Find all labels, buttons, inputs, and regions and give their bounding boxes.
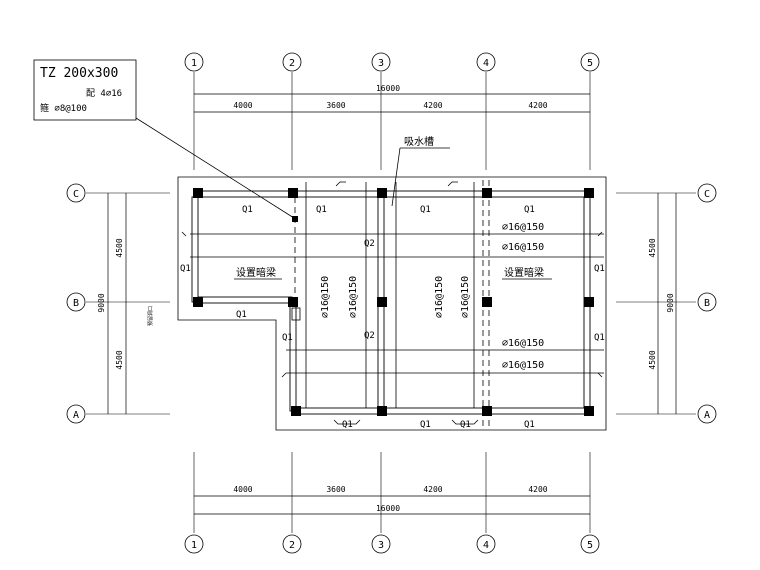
wall-label-q2: Q2 [364,331,375,341]
left-span-2: 4500 [115,350,124,369]
callout-line1: 配 4⌀16 [86,88,122,99]
rebar-label-h: ⌀16@150 [502,222,544,233]
column [291,406,301,416]
wall-label-q1: Q1 [460,420,471,430]
grid-row-a-left: A [73,410,79,421]
column [482,188,492,198]
grid-col-2-bottom: 2 [289,540,295,551]
right-span-2: 4500 [648,350,657,369]
wall-label-q1: Q1 [594,333,605,343]
hidden-beam-notes: 设置暗梁 设置暗梁 [234,266,552,280]
column [288,297,298,307]
left-dimensions: 9000 4500 4500 [97,193,127,414]
column [584,188,594,198]
small-note: 预留洞口 [147,306,154,326]
rebar-lines [181,181,604,425]
grid-col-4-bottom: 4 [483,540,489,551]
bottom-dimensions: 4000 3600 4200 4200 16000 [194,485,590,515]
grid-col-1-top: 1 [191,58,197,69]
grid-row-a-right: A [704,410,710,421]
wall-label-q1: Q1 [594,264,605,274]
slab-outline [177,176,607,431]
rebar-label-v: ⌀16@150 [320,276,331,318]
grid-col-2-top: 2 [289,58,295,69]
grid-col-4-top: 4 [483,58,489,69]
grid-bubbles: 1 2 3 4 5 1 2 3 4 5 C B A C B A [66,52,717,554]
wall-label-q1: Q1 [180,264,191,274]
sump-label-group: 吸水槽 [391,135,450,207]
top-span-4: 4200 [528,101,547,110]
bottom-span-4: 4200 [528,485,547,494]
rebar-label-h: ⌀16@150 [502,338,544,349]
wall-label-q1: Q1 [342,420,353,430]
left-span-1: 4500 [115,238,124,257]
column [193,188,203,198]
top-total-dim: 16000 [376,84,400,93]
column [377,188,387,198]
column [584,297,594,307]
rebar-label-v: ⌀16@150 [434,276,445,318]
small-column-tz [292,216,298,222]
small-opening [291,307,301,321]
bottom-total-dim: 16000 [376,504,400,513]
top-span-3: 4200 [423,101,442,110]
grid-col-3-top: 3 [378,58,384,69]
grid-col-1-bottom: 1 [191,540,197,551]
bottom-span-3: 4200 [423,485,442,494]
left-total-dim: 9000 [97,293,106,312]
rebar-label-v: ⌀16@150 [460,276,471,318]
wall-label-q2: Q2 [364,239,375,249]
grid-row-c-right: C [704,189,710,200]
callout-line2: 箍 ⌀8@100 [40,102,87,114]
wall-label-q1: Q1 [524,205,535,215]
grid-row-c-left: C [73,189,79,200]
wall-label-q1: Q1 [420,420,431,430]
rebar-label-h: ⌀16@150 [502,360,544,371]
wall-label-q1: Q1 [282,333,293,343]
top-dimensions: 16000 4000 3600 4200 4200 [194,84,590,113]
column [482,406,492,416]
hidden-beam-right-label: 设置暗梁 [504,266,544,279]
grid-row-b-right: B [704,298,710,309]
wall-label-q1: Q1 [524,420,535,430]
wall-label-q1: Q1 [236,310,247,320]
grid-col-5-top: 5 [587,58,593,69]
column [288,188,298,198]
tz-callout: TZ 200x300 配 4⌀16 箍 ⌀8@100 [33,59,295,219]
callout-title: TZ 200x300 [40,66,118,81]
bottom-span-2: 3600 [326,485,345,494]
rebar-labels: ⌀16@150 ⌀16@150 ⌀16@150 ⌀16@150 ⌀16@150 … [320,222,544,371]
rebar-label-v: ⌀16@150 [348,276,359,318]
bottom-span-1: 4000 [233,485,252,494]
top-span-1: 4000 [233,101,252,110]
wall-labels: Q1 Q1 Q1 Q1 Q1 Q1 Q1 Q1 Q1 Q1 Q1 Q1 Q1 Q… [180,205,605,430]
grid-row-b-left: B [73,298,79,309]
wall-label-q1: Q1 [316,205,327,215]
wall-label-q1: Q1 [242,205,253,215]
grid-col-5-bottom: 5 [587,540,593,551]
column [584,406,594,416]
top-span-2: 3600 [326,101,345,110]
column [482,297,492,307]
column [377,297,387,307]
columns [193,188,594,416]
wall-label-q1: Q1 [420,205,431,215]
right-dimensions: 4500 4500 9000 [648,193,677,414]
rebar-label-h: ⌀16@150 [502,242,544,253]
sump-label: 吸水槽 [404,135,434,148]
grid-col-3-bottom: 3 [378,540,384,551]
column [193,297,203,307]
right-total-dim: 9000 [666,293,675,312]
grid-axes [86,72,696,533]
right-span-1: 4500 [648,238,657,257]
column [377,406,387,416]
hidden-beam-left-label: 设置暗梁 [236,266,276,279]
